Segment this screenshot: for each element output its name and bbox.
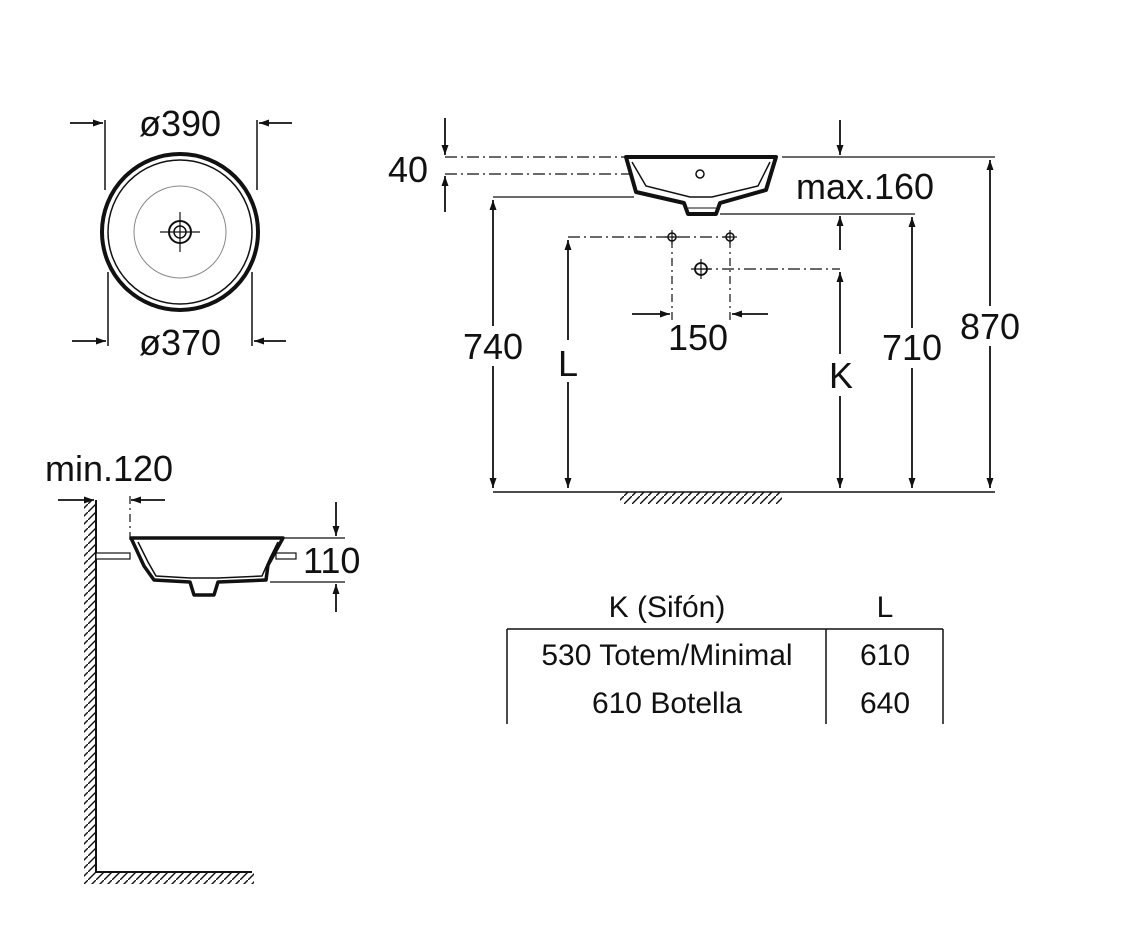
table-row-1-l: 610 [860,639,910,672]
table-row-2-l: 640 [860,687,910,720]
table-header-k: K (Sifón) [609,591,726,624]
wall-hatch [84,500,96,872]
basin-inner-rim [107,159,253,305]
basin-side-profile [129,536,285,597]
spacing-label: 150 [668,317,728,358]
front-elevation: 40 max.160 [388,118,1026,504]
dim-870-label: 870 [960,306,1020,347]
side-view: min.120 110 [45,448,360,884]
dim-L-label: L [558,343,578,384]
table-row-1-k: 530 Totem/Minimal [541,639,792,672]
floor-hatch [84,872,254,884]
floor-hatch-front [620,492,782,504]
countertop [95,552,131,560]
inner-diameter-label: ø370 [139,322,221,363]
siphon-outlet-icon [691,259,711,279]
basin-bowl [133,185,227,279]
max-depth-label: max.160 [796,166,934,207]
siphon-table: K (Sifón) L 530 Totem/Minimal 610 610 Bo… [506,591,944,724]
basin-front-profile [624,155,778,216]
table-header-l: L [877,591,894,624]
height-label: 110 [303,540,360,581]
table-row-2-k: 610 Botella [592,687,742,720]
dim-740-label: 740 [463,326,523,367]
basin-outer-rim [100,152,260,312]
dim-710-label: 710 [882,327,942,368]
min-wall-label: min.120 [45,448,173,489]
dim-K-label: K [829,355,853,396]
outer-diameter-label: ø390 [139,103,221,144]
rim-label: 40 [388,149,428,190]
top-view: ø390 ø370 [70,103,292,363]
